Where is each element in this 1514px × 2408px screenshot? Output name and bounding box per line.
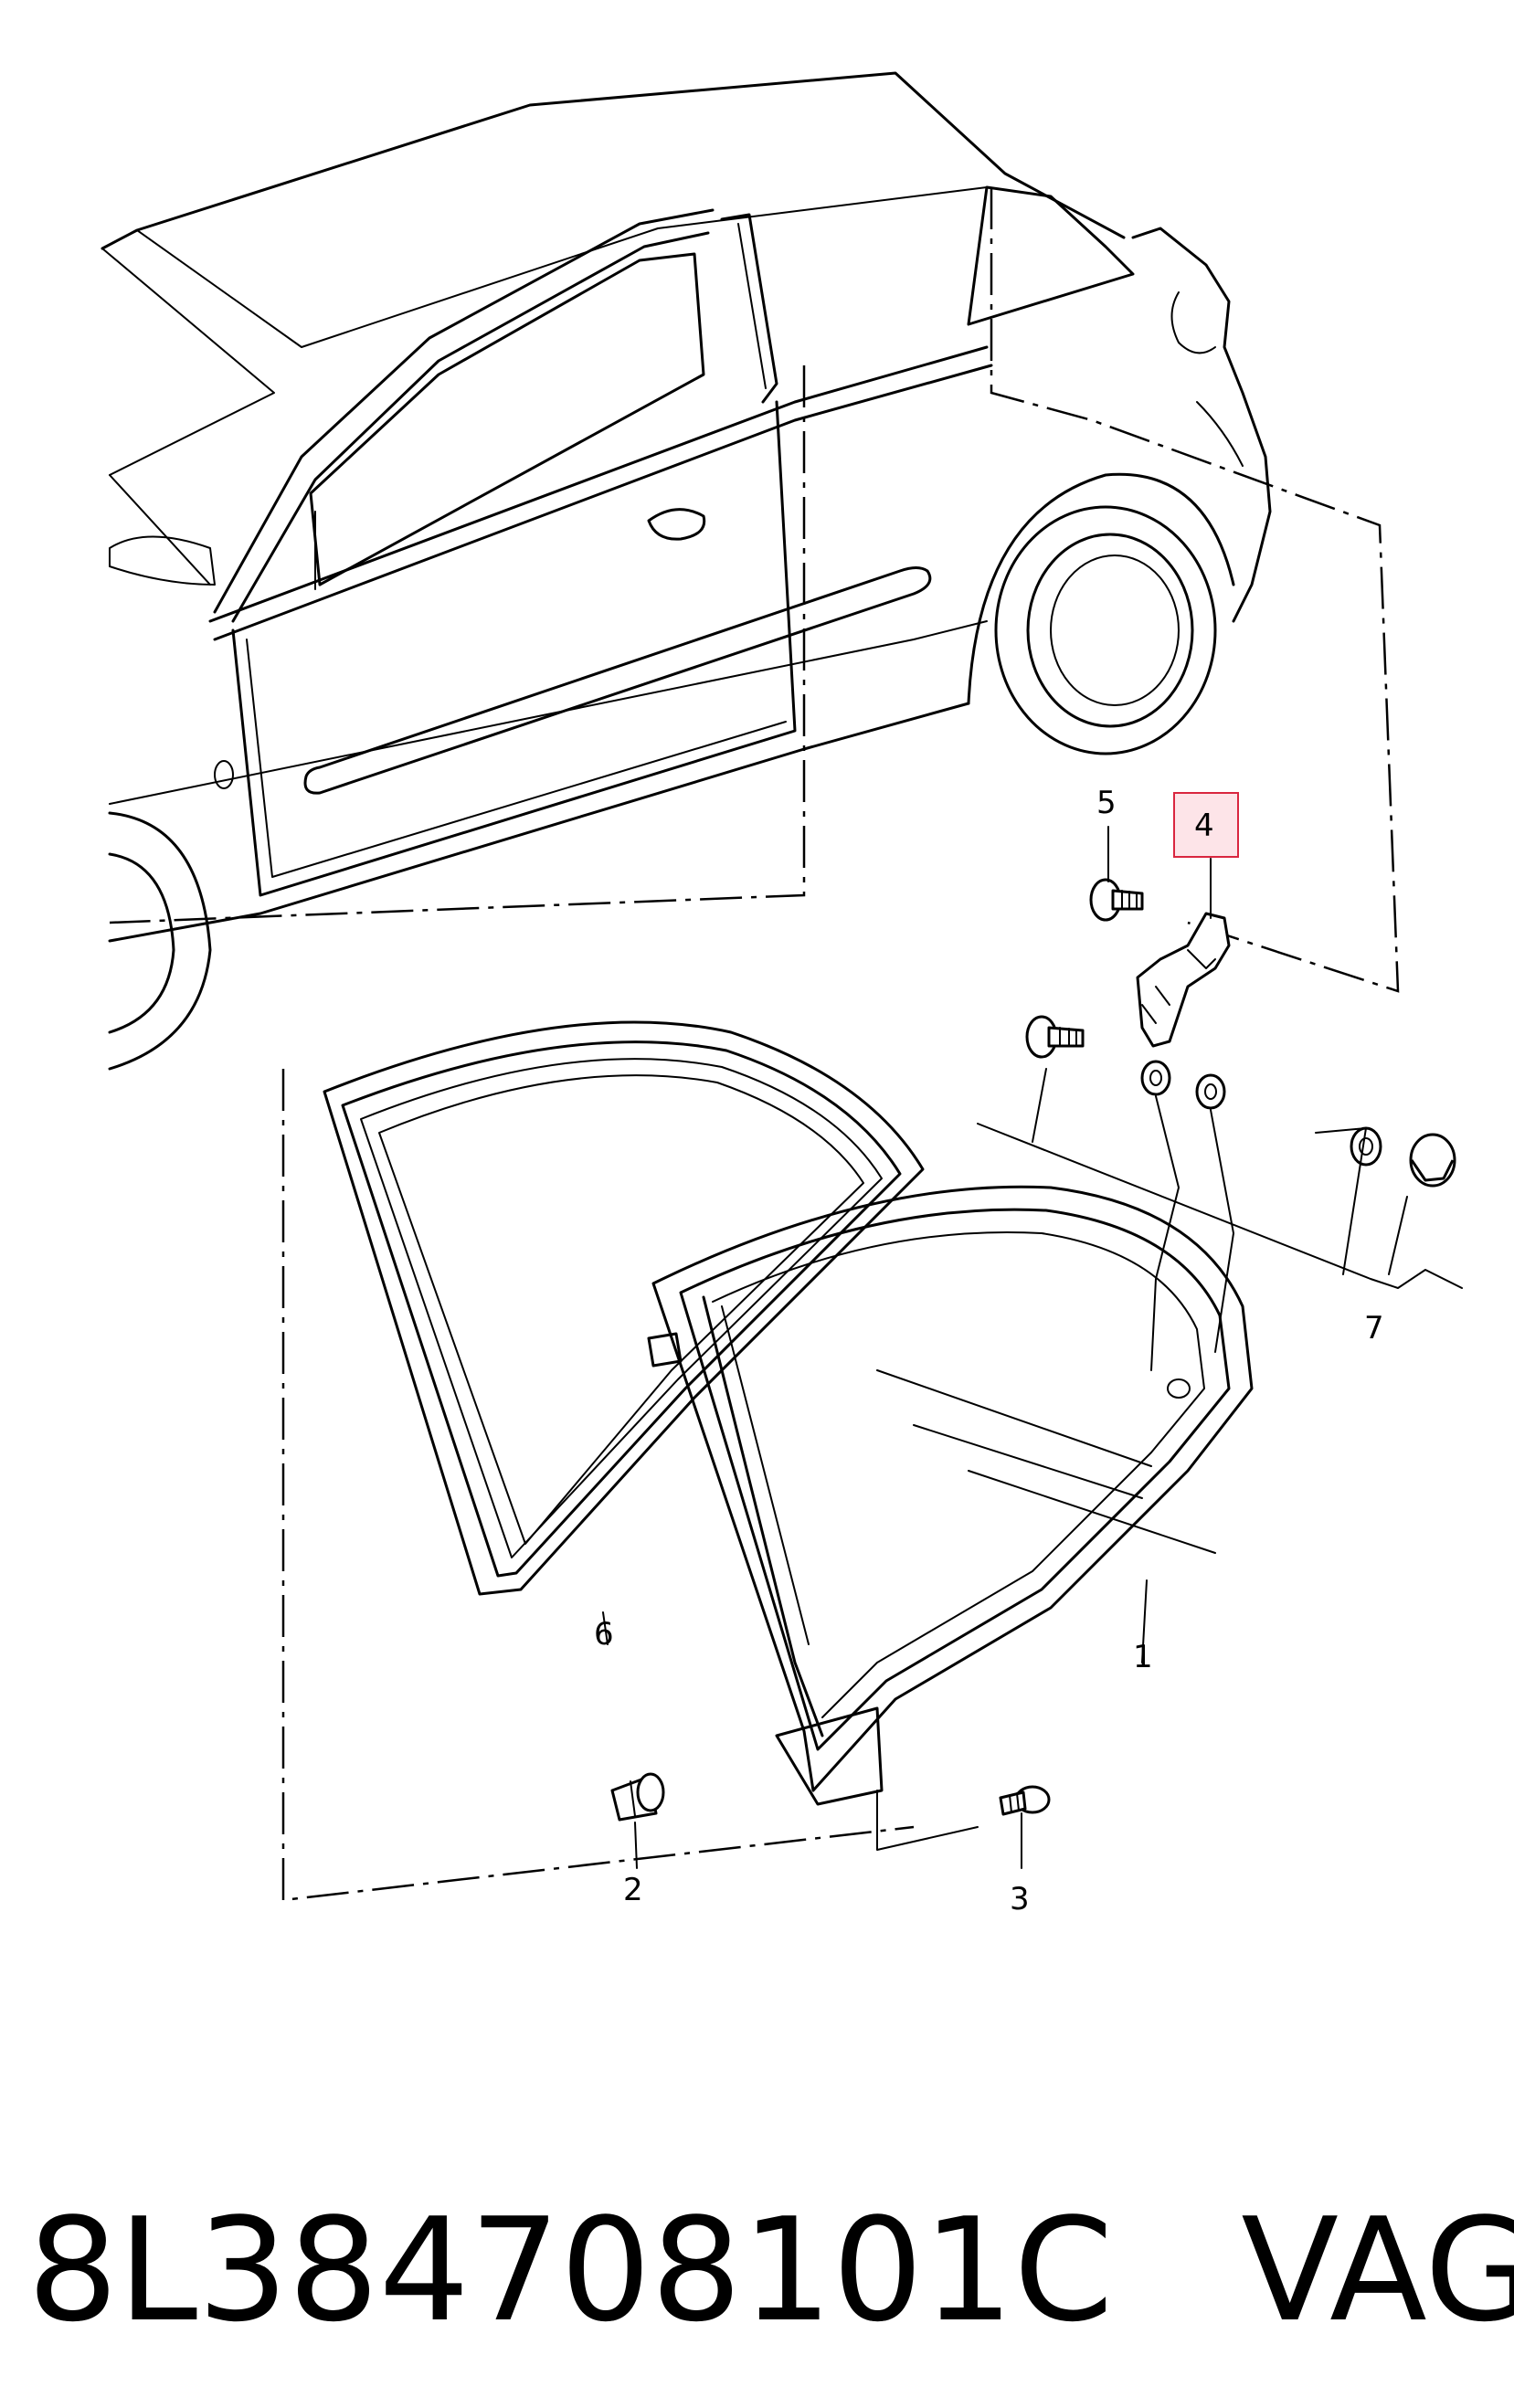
brand-label: VAG bbox=[1241, 2187, 1514, 2353]
callout-4-highlight bbox=[1173, 792, 1239, 858]
callout-5[interactable]: 5 bbox=[1096, 785, 1117, 821]
part-number: 8L384708101C bbox=[27, 2187, 1114, 2353]
callout-1[interactable]: 1 bbox=[1133, 1639, 1153, 1675]
rear-side-glass-part-1 bbox=[647, 1185, 1254, 1806]
clip-part-2 bbox=[610, 1772, 665, 1822]
car-body-illustration bbox=[101, 71, 1272, 1071]
callout-4[interactable]: 4 bbox=[1173, 792, 1239, 858]
screw-washer-part-5 bbox=[1089, 878, 1144, 922]
screw-icon bbox=[1025, 1015, 1085, 1059]
washer-icon bbox=[1140, 1060, 1382, 1167]
callout-7[interactable]: 7 bbox=[1364, 1310, 1384, 1347]
callout-7-label: 7 bbox=[1364, 1310, 1384, 1347]
dash-leader-lines bbox=[109, 187, 1400, 1902]
callout-3-label: 3 bbox=[1010, 1881, 1030, 1917]
hinge-bracket-part-4 bbox=[1136, 912, 1231, 1048]
rear-wheel-icon bbox=[994, 505, 1217, 755]
callout-6-label: 6 bbox=[594, 1616, 614, 1653]
callout-6[interactable]: 6 bbox=[594, 1616, 614, 1653]
front-wheel-icon bbox=[108, 811, 212, 1071]
part-number-footer: 8L384708101C VAG bbox=[27, 2187, 1514, 2353]
callout-1-label: 1 bbox=[1133, 1639, 1153, 1675]
callout-3[interactable]: 3 bbox=[1010, 1881, 1030, 1917]
cap-nut-icon bbox=[1409, 1133, 1456, 1188]
callout-leader-lines bbox=[602, 826, 1463, 1869]
callout-2[interactable]: 2 bbox=[623, 1872, 643, 1908]
callout-4-label: 4 bbox=[1194, 808, 1214, 844]
callout-2-label: 2 bbox=[623, 1872, 643, 1908]
callout-5-label: 5 bbox=[1096, 785, 1117, 821]
rear-side-glass-part-6 bbox=[323, 1020, 925, 1596]
screw-part-3 bbox=[999, 1785, 1051, 1816]
